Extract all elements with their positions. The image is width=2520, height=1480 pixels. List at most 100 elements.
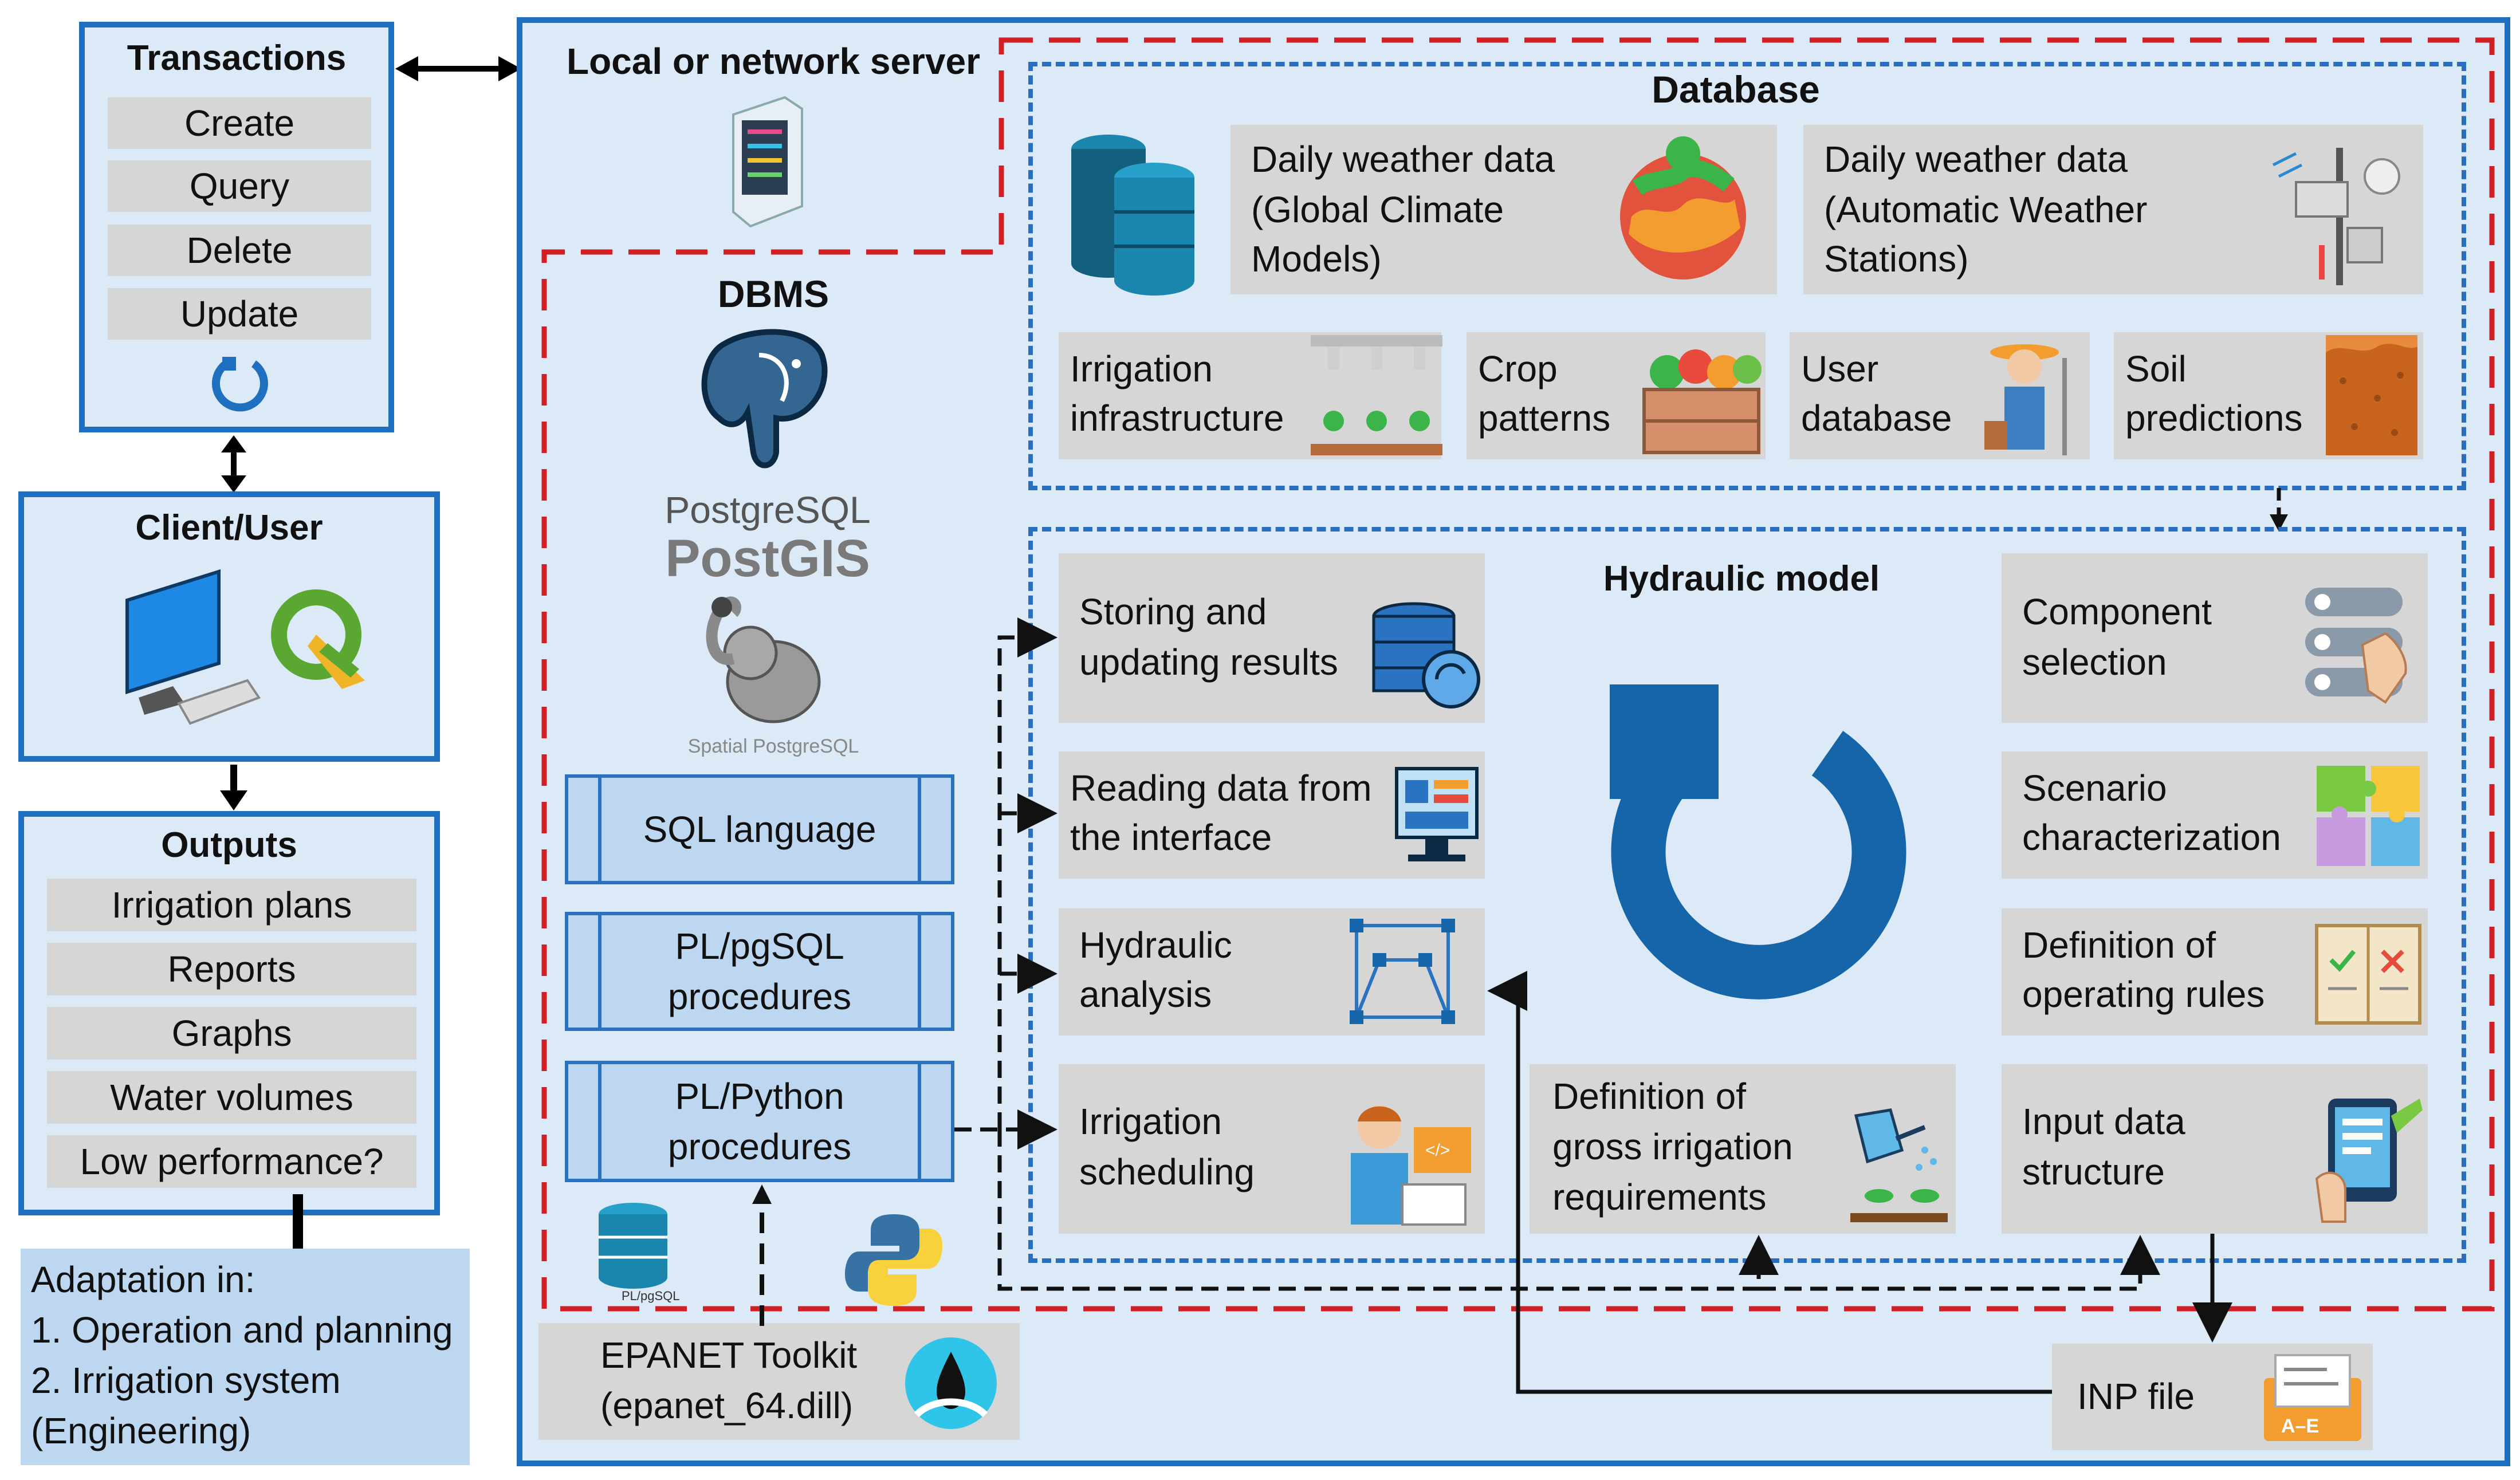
soil-predictions-box[interactable]: Soil predictions <box>2114 332 2423 459</box>
folder-icon-label: A–E <box>2281 1415 2319 1437</box>
reading-line1: Reading data from <box>1070 767 1372 809</box>
weather-gcm-line1: Daily weather data <box>1251 139 1555 180</box>
operating-rules-line2: operating rules <box>2022 974 2265 1015</box>
soil-icon <box>2326 335 2417 455</box>
epanet-line2: (epanet_64.dill) <box>600 1385 854 1426</box>
plpython-procedures-box[interactable]: PL/Python procedures <box>565 1061 954 1182</box>
scenario-line1: Scenario <box>2022 767 2167 809</box>
gross-line3: requirements <box>1552 1176 1767 1218</box>
qgis-icon <box>271 589 365 689</box>
puzzle-icon <box>2317 766 2420 866</box>
network-graph-icon <box>1350 919 1455 1024</box>
storing-line1: Storing and <box>1079 591 1267 632</box>
delete-item[interactable]: Delete <box>108 225 371 276</box>
client-outputs-arrow <box>220 765 247 810</box>
plpgsql-line1: PL/pgSQL <box>675 926 844 967</box>
hydraulic-model-title: Hydraulic model <box>1603 559 1880 599</box>
weather-aws-line2: (Automatic Weather <box>1824 189 2148 230</box>
weather-aws-box[interactable]: Daily weather data (Automatic Weather St… <box>1803 125 2423 294</box>
crops-crate-icon <box>1642 349 1762 454</box>
refresh-loop-icon <box>1610 684 1906 999</box>
irrigation-infrastructure-box[interactable]: Irrigation infrastructure <box>1059 332 1442 459</box>
crop-patterns-line2: patterns <box>1478 397 1611 439</box>
earth-climate-icon <box>1620 136 1746 280</box>
gross-line2: gross irrigation <box>1552 1126 1793 1167</box>
epanet-plpython-arrow <box>752 1184 772 1326</box>
irrigation-infra-line2: infrastructure <box>1070 397 1284 439</box>
adaptation-box: Adaptation in: 1. Operation and planning… <box>21 1249 470 1465</box>
plpgsql-line2: procedures <box>667 976 852 1017</box>
transactions-title: Transactions <box>127 38 347 78</box>
database-title: Database <box>1652 68 1820 111</box>
computer-icon <box>125 569 261 725</box>
scheduling-line2: scheduling <box>1079 1151 1255 1192</box>
server-title: Local or network server <box>566 41 981 82</box>
input-data-line1: Input data <box>2022 1101 2185 1142</box>
postgresql-elephant-icon <box>701 329 828 469</box>
folder-icon: A–E <box>2264 1354 2361 1441</box>
postgis-elephant-icon <box>706 596 821 723</box>
plpython-line2: procedures <box>667 1126 852 1167</box>
client-user-panel: Client/User <box>18 491 440 762</box>
farmer-icon <box>1984 344 2067 455</box>
weather-aws-line1: Daily weather data <box>1824 139 2128 180</box>
scenario-line2: characterization <box>2022 817 2281 858</box>
engineer-icon: </> <box>1351 1105 1471 1226</box>
operating-rules-line1: Definition of <box>2022 924 2216 966</box>
toggle-hand-icon <box>2305 588 2407 704</box>
reading-data-box[interactable]: Reading data from the interface <box>1059 751 1485 879</box>
inp-file-box[interactable]: INP file A–E <box>2052 1344 2373 1450</box>
postgis-label: PostGIS <box>665 529 870 588</box>
output-item: Graphs <box>47 1007 416 1060</box>
soil-predictions-line2: predictions <box>2125 397 2303 439</box>
scenario-characterization-box[interactable]: Scenario characterization <box>2002 751 2428 879</box>
scheduling-line1: Irrigation <box>1079 1101 1222 1142</box>
output-item: Low performance? <box>47 1135 416 1188</box>
python-icon <box>845 1214 942 1306</box>
adaptation-line: Adaptation in: <box>31 1259 255 1300</box>
spatial-postgresql-label: Spatial PostgreSQL <box>687 735 859 757</box>
storing-results-box[interactable]: Storing and updating results <box>1059 553 1485 723</box>
epanet-toolkit-box[interactable]: EPANET Toolkit (epanet_64.dill) <box>538 1323 1020 1440</box>
database-sync-icon <box>1372 602 1480 708</box>
database-panel <box>1028 62 2466 490</box>
input-data-structure-box[interactable]: Input data structure <box>2002 1064 2428 1234</box>
client-user-title: Client/User <box>135 508 323 548</box>
user-database-box[interactable]: User database <box>1790 332 2090 459</box>
query-item[interactable]: Query <box>108 160 371 212</box>
adaptation-line: 1. Operation and planning <box>31 1309 453 1351</box>
watering-icon <box>1850 1108 1948 1222</box>
sprinkler-icon <box>1311 335 1442 455</box>
gross-line1: Definition of <box>1552 1076 1746 1117</box>
storing-line2: updating results <box>1079 641 1338 683</box>
postgresql-label: PostgreSQL <box>665 489 871 531</box>
irrigation-scheduling-box[interactable]: Irrigation scheduling </> <box>1059 1064 1485 1234</box>
crop-patterns-box[interactable]: Crop patterns <box>1467 332 1766 459</box>
component-selection-box[interactable]: Component selection <box>2002 553 2428 723</box>
crop-patterns-line1: Crop <box>1478 348 1558 389</box>
operating-rules-box[interactable]: Definition of operating rules <box>2002 908 2428 1036</box>
checklist-icon <box>2315 924 2421 1025</box>
hydraulic-analysis-line2: analysis <box>1079 974 1212 1015</box>
transactions-server-arrow <box>395 56 521 81</box>
refresh-icon <box>211 357 268 412</box>
hydraulic-analysis-box[interactable]: Hydraulic analysis <box>1059 908 1485 1036</box>
tablet-icon <box>2315 1099 2423 1223</box>
transactions-client-arrow <box>221 435 246 493</box>
weather-aws-line3: Stations) <box>1824 238 1969 280</box>
weather-gcm-box[interactable]: Daily weather data (Global Climate Model… <box>1230 125 1777 294</box>
sql-language-box[interactable]: SQL language <box>565 774 954 884</box>
database-cylinder-icon <box>1071 135 1194 296</box>
hydraulic-analysis-line1: Hydraulic <box>1079 924 1232 966</box>
output-item: Irrigation plans <box>47 879 416 931</box>
input-data-line2: structure <box>2022 1151 2165 1192</box>
gross-irrigation-box[interactable]: Definition of gross irrigation requireme… <box>1530 1064 1956 1234</box>
update-item[interactable]: Update <box>108 288 371 340</box>
plpython-line1: PL/Python <box>675 1076 844 1117</box>
plpgsql-procedures-box[interactable]: PL/pgSQL procedures <box>565 912 954 1031</box>
user-database-line1: User <box>1801 348 1879 389</box>
create-item[interactable]: Create <box>108 97 371 149</box>
irrigation-infra-line1: Irrigation <box>1070 348 1213 389</box>
